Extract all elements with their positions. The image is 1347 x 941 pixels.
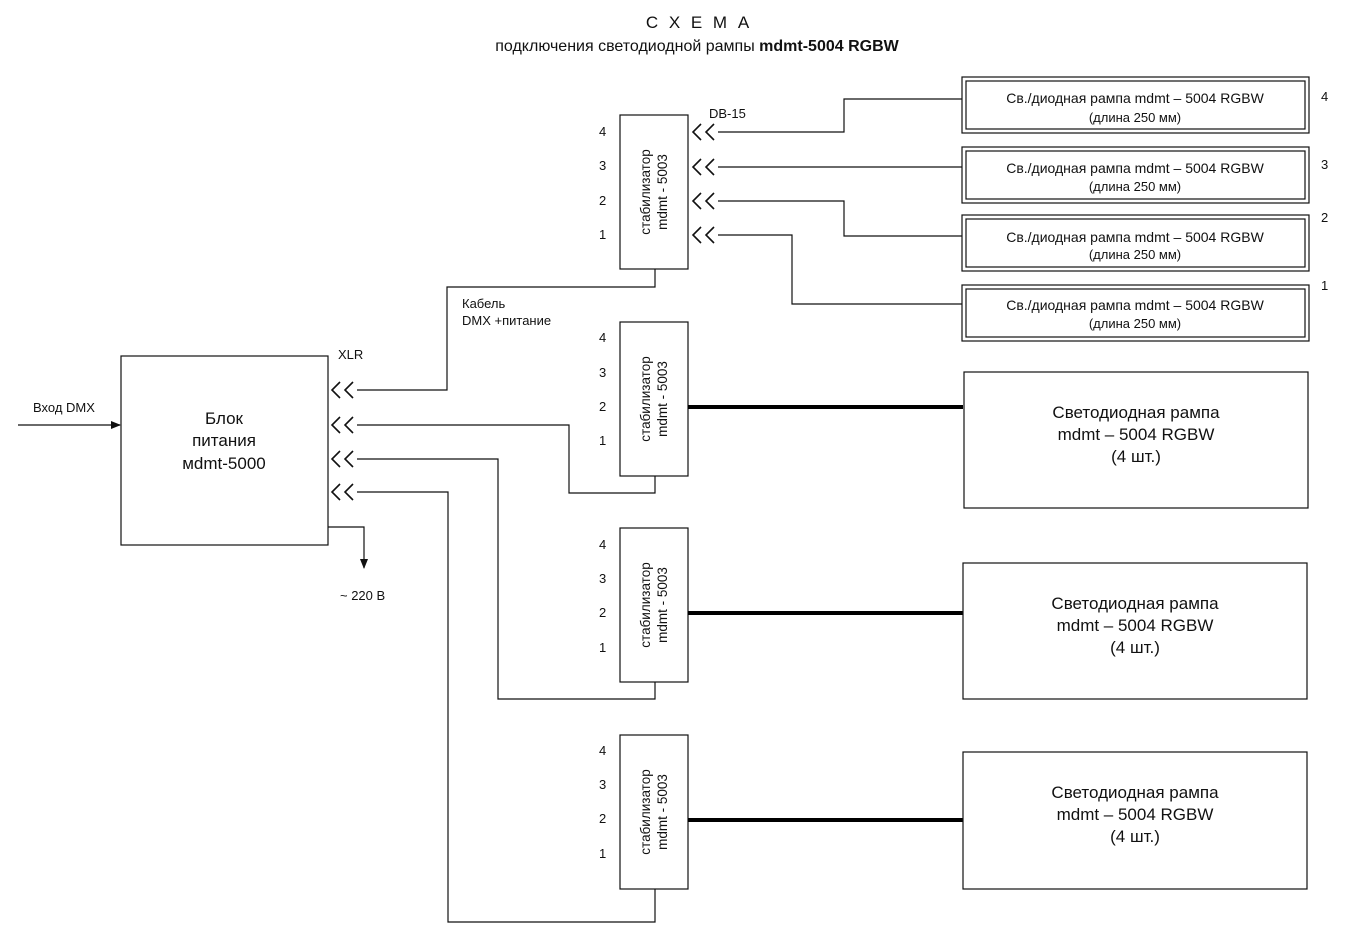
stabilizer-1-box [619, 114, 689, 270]
small-ramp-3: Св./диодная рампа mdmt – 5004 RGBW (длин… [961, 146, 1310, 204]
xlr-label: XLR [338, 347, 363, 362]
stabilizer-1-pin-4: 4 [599, 124, 606, 139]
stabilizer-3-pin-3: 3 [599, 571, 606, 586]
big-ramp-2-line1: Светодиодная рампа [1051, 594, 1219, 613]
xlr-connector-2 [330, 416, 354, 434]
small-ramp-1: Св./диодная рампа mdmt – 5004 RGBW (длин… [961, 284, 1310, 342]
stabilizer-2-box [619, 321, 689, 477]
db15-label: DB-15 [709, 106, 746, 121]
stabilizer-2-pin-1: 1 [599, 433, 606, 448]
small-ramp-2: Св./диодная рампа mdmt – 5004 RGBW (длин… [961, 214, 1310, 272]
small-ramp-3-number: 3 [1321, 157, 1328, 172]
big-ramp-3-line2: mdmt – 5004 RGBW [1057, 805, 1214, 824]
stabilizer-2-pin-4: 4 [599, 330, 606, 345]
small-ramp-3-line2: (длина 250 мм) [1089, 179, 1181, 194]
big-ramp-2-line2: mdmt – 5004 RGBW [1057, 616, 1214, 635]
stabilizer-2-pin-2: 2 [599, 399, 606, 414]
cable-label-line1: Кабель [462, 296, 505, 311]
big-ramp-1-box [963, 371, 1309, 509]
cable-stabilizer-3 [357, 458, 656, 700]
mains-label: ~ 220 В [340, 588, 385, 603]
stabilizer-1-pin-1: 1 [599, 227, 606, 242]
xlr-connector-1 [330, 381, 354, 399]
stabilizer-4-pin-4: 4 [599, 743, 606, 758]
db15-connector-1 [691, 226, 715, 244]
small-ramp-4-line2: (длина 250 мм) [1089, 110, 1181, 125]
big-ramp-1-line1: Светодиодная рампа [1052, 403, 1220, 422]
db15-connector-2 [691, 192, 715, 210]
db15-connector-4 [691, 123, 715, 141]
stabilizer-2-pin-3: 3 [599, 365, 606, 380]
stabilizer-4-pin-1: 1 [599, 846, 606, 861]
small-ramp-1-line2: (длина 250 мм) [1089, 316, 1181, 331]
subtitle-prefix: подключения светодиодной рампы [495, 38, 754, 55]
xlr-connector-4 [330, 483, 354, 501]
stabilizer-3-box [619, 527, 689, 683]
xlr-connector-3 [330, 450, 354, 468]
stabilizer-3-pin-1: 1 [599, 640, 606, 655]
dmx-input-label: Вход DMX [33, 400, 95, 415]
power-block-line3: мdmt-5000 [182, 454, 266, 473]
cable-stabilizer-4 [357, 491, 656, 923]
wire-small-ramp-4 [718, 98, 962, 133]
stabilizer-4-pin-3: 3 [599, 777, 606, 792]
cable-stabilizer-2 [357, 424, 656, 494]
big-ramp-3-line3: (4 шт.) [1110, 827, 1160, 846]
stabilizer-4-box [619, 734, 689, 890]
stabilizer-4-pin-2: 2 [599, 811, 606, 826]
diagram-title: С Х Е М А [646, 13, 752, 32]
small-ramp-1-number: 1 [1321, 278, 1328, 293]
db15-connector-3 [691, 158, 715, 176]
subtitle-bold: mdmt-5004 RGBW [759, 38, 899, 55]
stabilizer-3-pin-2: 2 [599, 605, 606, 620]
small-ramp-4-number: 4 [1321, 89, 1328, 104]
small-ramp-1-line1: Св./диодная рампа mdmt – 5004 RGBW [1006, 297, 1264, 313]
big-ramp-1-line3: (4 шт.) [1111, 447, 1161, 466]
wire-small-ramp-2 [718, 200, 962, 237]
small-ramp-2-line2: (длина 250 мм) [1089, 247, 1181, 262]
small-ramp-4-line1: Св./диодная рампа mdmt – 5004 RGBW [1006, 90, 1264, 106]
diagram-subtitle: подключения светодиодной рампы mdmt-5004… [495, 38, 899, 55]
stabilizer-1-pin-2: 2 [599, 193, 606, 208]
wire-small-ramp-1 [718, 234, 962, 305]
small-ramp-2-number: 2 [1321, 210, 1328, 225]
big-ramp-2-line3: (4 шт.) [1110, 638, 1160, 657]
big-ramp-2-box [962, 562, 1308, 700]
power-block-line2: питания [192, 431, 256, 450]
power-block-box [120, 355, 329, 546]
mains-arrow [328, 526, 368, 569]
big-ramp-3-box [962, 751, 1308, 890]
stabilizer-3-pin-4: 4 [599, 537, 606, 552]
big-ramp-3-line1: Светодиодная рампа [1051, 783, 1219, 802]
cable-stabilizer-1 [357, 269, 656, 391]
big-ramp-1-line2: mdmt – 5004 RGBW [1058, 425, 1215, 444]
small-ramp-3-line1: Св./диодная рампа mdmt – 5004 RGBW [1006, 160, 1264, 176]
stabilizer-1-pin-3: 3 [599, 158, 606, 173]
small-ramp-2-line1: Св./диодная рампа mdmt – 5004 RGBW [1006, 229, 1264, 245]
small-ramp-4: Св./диодная рампа mdmt – 5004 RGBW (длин… [961, 76, 1310, 134]
power-block-line1: Блок [205, 409, 244, 428]
cable-label-line2: DMX +питание [462, 313, 551, 328]
